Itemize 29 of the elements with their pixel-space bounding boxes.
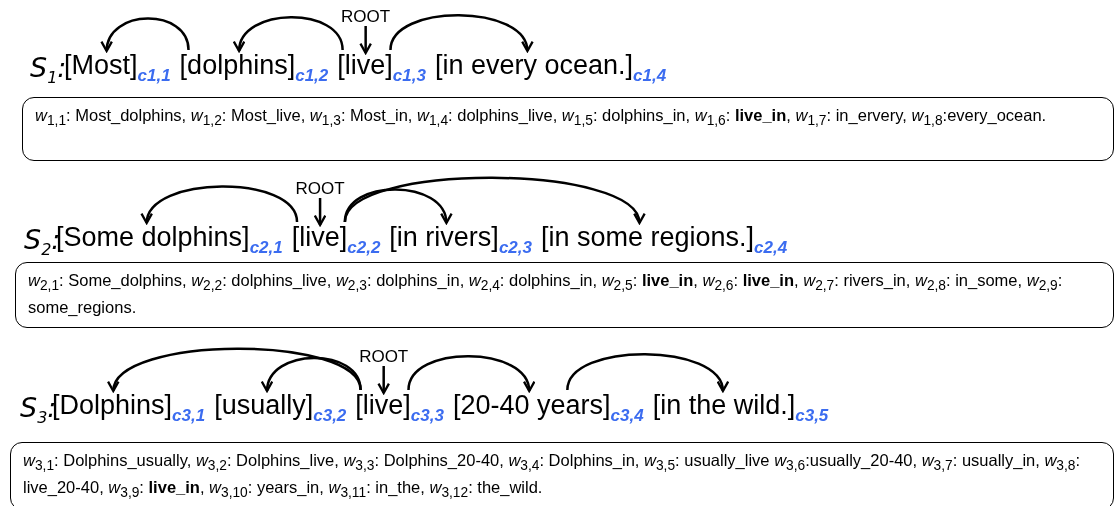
root-label: ROOT: [341, 8, 391, 25]
dependency-arc: [343, 188, 451, 225]
dependency-arc: [101, 17, 190, 53]
dependency-arc: [407, 355, 534, 393]
arrow: [313, 198, 327, 227]
dependency-arc: [566, 353, 727, 393]
bracketed-phrase: [live]$_{c1,3}$: [337, 52, 426, 84]
dependency-arc: [389, 14, 532, 53]
root-label: ROOT: [359, 348, 409, 365]
dependency-arc: [262, 356, 362, 393]
arrow: [359, 26, 372, 55]
dependency-arc: [234, 16, 344, 53]
bracketed-phrase: [live]$_{c2,2}$: [291, 224, 381, 256]
arrow: [377, 366, 391, 395]
bracketed-phrase: [20-40 years]$_{c3,4}$: [452, 392, 644, 424]
bracketed-phrase: [in some regions.]$_{c2,4}$: [540, 224, 788, 256]
bracketed-phrase: [in every ocean.]$_{c1,4}$: [434, 52, 667, 84]
dependency-arc: [110, 347, 362, 393]
bracketed-phrase: [dolphins]$_{c1,2}$: [179, 52, 329, 84]
bracketed-phrase: [usually]$_{c3,2}$: [214, 392, 347, 424]
root-label: ROOT: [295, 180, 345, 197]
sentence-label: S$_{1}$:: [30, 54, 67, 87]
bracketed-phrase: [in the wild.]$_{c3,5}$: [652, 392, 829, 424]
bracketed-phrase: [live]$_{c3,3}$: [355, 392, 444, 424]
bracketed-phrase: [Most]$_{c1,1}$: [64, 52, 171, 84]
word-pair-box: w$_{1,1}$: Most_dolphins, w$_{1,2}$: Most_live, w$_{1,3}$: Most_in, w$_{1,4}$: dolphins_live, w$_{1,5}$: dolphins_in, w$_{1,6}$: live_in, w$_{1,7}$: in_ervery, w$_{1,8}$:every_ocean.: [22, 97, 1114, 161]
dependency-arc: [142, 185, 299, 225]
word-pair-box: w$_{2,1}$: Some_dolphins, w$_{2,2}$: dolphins_live, w$_{2,3}$: dolphins_in, w$_{2,4}$: dolphins_in, w$_{2,5}$: live_in, w$_{2,6}$: live_in, w$_{2,7}$: rivers_in, w$_{2,8}$: in_some, w$_{2,9}$: some_regions.: [15, 262, 1114, 328]
bracketed-phrase: [in rivers]$_{c2,3}$: [389, 224, 532, 256]
